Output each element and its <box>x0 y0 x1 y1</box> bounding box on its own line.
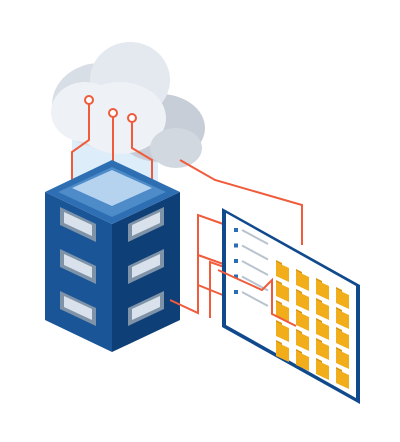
folder-icon <box>316 338 329 360</box>
folder-icon <box>336 327 349 349</box>
folder-icon <box>296 349 309 371</box>
folder-icon <box>336 287 349 309</box>
list-line <box>241 244 269 261</box>
server-unit <box>45 234 180 310</box>
folder-icon <box>316 318 329 340</box>
server-rack-icon <box>45 160 180 352</box>
folder-icon <box>336 347 349 369</box>
folder-icon <box>276 320 289 342</box>
folder-grid <box>276 260 349 389</box>
folder-icon <box>296 269 309 291</box>
list-bullet-icon <box>234 274 238 279</box>
folder-icon <box>316 358 329 380</box>
list-bullet-icon <box>234 290 238 294</box>
folder-icon <box>296 309 309 331</box>
list-line <box>241 260 269 276</box>
connector-node-icon <box>108 108 118 118</box>
folder-icon <box>276 340 289 362</box>
cloud-icon <box>51 42 205 168</box>
cloud-connectors <box>71 95 153 208</box>
list-bullet-icon <box>234 228 238 232</box>
list-bullet-icon <box>234 243 238 248</box>
server-unit <box>45 192 180 268</box>
folder-icon <box>296 289 309 311</box>
folder-icon <box>316 278 329 300</box>
list-bullet-icon <box>234 259 238 263</box>
server-unit <box>45 276 180 352</box>
file-browser-panel-icon <box>217 208 360 404</box>
folder-icon <box>296 329 309 351</box>
folder-icon <box>316 298 329 320</box>
folder-icon <box>336 367 349 389</box>
connector-node-icon <box>84 95 94 105</box>
folder-icon <box>336 307 349 329</box>
list-line <box>241 291 269 307</box>
folder-icon <box>276 260 289 282</box>
list-line <box>241 229 269 245</box>
connector-node-icon <box>127 113 137 123</box>
folder-icon <box>276 280 289 302</box>
